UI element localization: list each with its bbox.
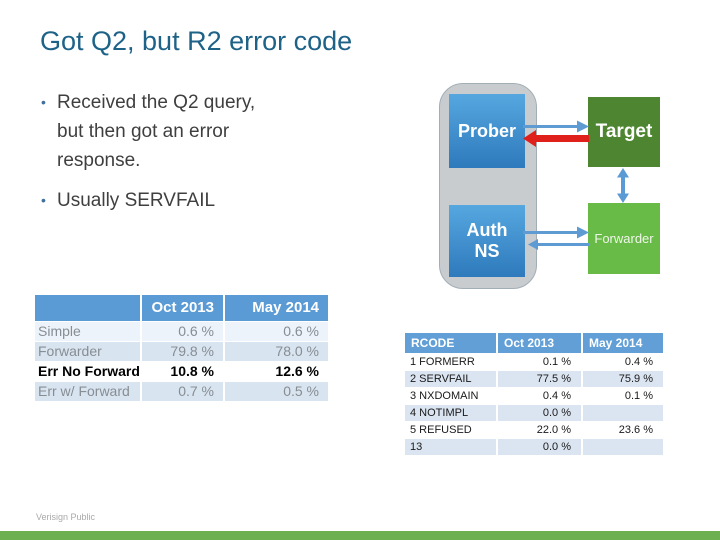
auth-ns-node: Auth NS <box>449 205 525 277</box>
table-row: Err No Forward 10.8 % 12.6 % <box>35 362 328 381</box>
table-header-row: Oct 2013 May 2014 <box>35 295 328 321</box>
bullet-item: Usually SERVFAIL <box>40 186 262 215</box>
header-cell-oct2013: Oct 2013 <box>142 295 223 321</box>
row-label: 3 NXDOMAIN <box>405 388 496 404</box>
may-value: 12.6 % <box>225 362 328 381</box>
may-value: 75.9 % <box>583 371 663 387</box>
bullet-list: Received the Q2 query, but then got an e… <box>40 88 262 226</box>
header-cell-may2014: May 2014 <box>583 333 663 353</box>
table-row: Forwarder 79.8 % 78.0 % <box>35 342 328 361</box>
may-value <box>583 439 663 455</box>
table-row: 1 FORMERR 0.1 % 0.4 % <box>405 354 663 370</box>
header-cell-oct2013: Oct 2013 <box>498 333 581 353</box>
header-cell-rcode: RCODE <box>405 333 496 353</box>
arrow-right-prober-to-target-icon <box>523 120 589 133</box>
may-value: 0.1 % <box>583 388 663 404</box>
target-node: Target <box>588 97 660 167</box>
oct-value: 0.1 % <box>498 354 581 370</box>
header-cell-empty <box>35 295 140 321</box>
page-title: Got Q2, but R2 error code <box>40 26 353 56</box>
oct-value: 0.4 % <box>498 388 581 404</box>
arrow-left-forwarder-to-authns-icon <box>528 239 589 250</box>
table-row: Err w/ Forward 0.7 % 0.5 % <box>35 382 328 401</box>
table-header-row: RCODE Oct 2013 May 2014 <box>405 333 663 353</box>
slide-bottom-accent-bar <box>0 531 720 540</box>
arrow-both-target-forwarder-icon <box>617 168 629 203</box>
header-cell-may2014: May 2014 <box>225 295 328 321</box>
footer-classification-label: Verisign Public <box>36 512 96 522</box>
oct-value: 0.7 % <box>142 382 223 401</box>
row-label: Forwarder <box>35 342 140 361</box>
table-row: 3 NXDOMAIN 0.4 % 0.1 % <box>405 388 663 404</box>
arrow-left-error-response-icon <box>523 130 589 147</box>
prober-node: Prober <box>449 94 525 168</box>
row-label: Err No Forward <box>35 362 140 381</box>
row-label: Err w/ Forward <box>35 382 140 401</box>
row-label: 1 FORMERR <box>405 354 496 370</box>
row-label: 5 REFUSED <box>405 422 496 438</box>
table-row: 5 REFUSED 22.0 % 23.6 % <box>405 422 663 438</box>
oct-value: 0.6 % <box>142 322 223 341</box>
may-value: 0.5 % <box>225 382 328 401</box>
arrow-right-authns-to-forwarder-icon <box>523 226 589 239</box>
oct-value: 0.0 % <box>498 439 581 455</box>
classification-table: Oct 2013 May 2014 Simple 0.6 % 0.6 % For… <box>35 295 328 402</box>
oct-value: 22.0 % <box>498 422 581 438</box>
may-value: 78.0 % <box>225 342 328 361</box>
oct-value: 79.8 % <box>142 342 223 361</box>
bullet-item: Received the Q2 query, but then got an e… <box>40 88 262 175</box>
row-label: Simple <box>35 322 140 341</box>
row-label: 13 <box>405 439 496 455</box>
table-row: 4 NOTIMPL 0.0 % <box>405 405 663 421</box>
table-row: Simple 0.6 % 0.6 % <box>35 322 328 341</box>
table-row: 2 SERVFAIL 77.5 % 75.9 % <box>405 371 663 387</box>
table-row: 13 0.0 % <box>405 439 663 455</box>
oct-value: 10.8 % <box>142 362 223 381</box>
forwarder-node: Forwarder <box>588 203 660 274</box>
row-label: 2 SERVFAIL <box>405 371 496 387</box>
rcode-table: RCODE Oct 2013 May 2014 1 FORMERR 0.1 % … <box>405 333 663 456</box>
may-value: 23.6 % <box>583 422 663 438</box>
may-value: 0.4 % <box>583 354 663 370</box>
may-value: 0.6 % <box>225 322 328 341</box>
may-value <box>583 405 663 421</box>
row-label: 4 NOTIMPL <box>405 405 496 421</box>
oct-value: 0.0 % <box>498 405 581 421</box>
oct-value: 77.5 % <box>498 371 581 387</box>
